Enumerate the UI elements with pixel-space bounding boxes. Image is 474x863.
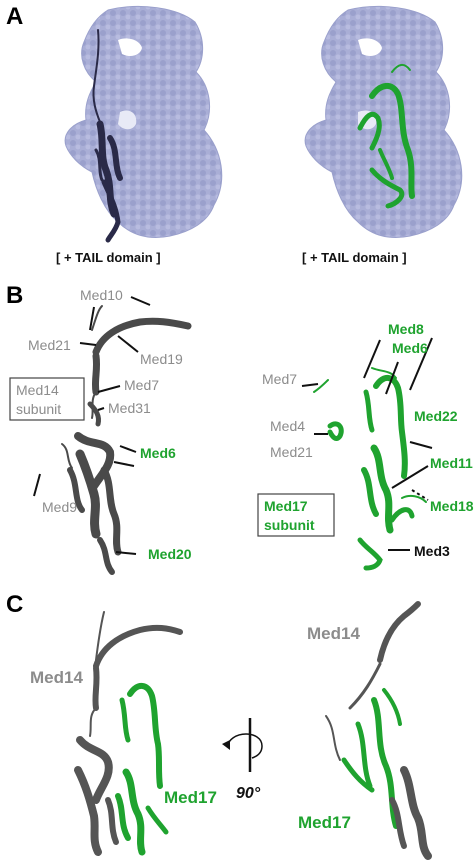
label-med18-right: Med18	[430, 498, 474, 514]
panel-a-letter: A	[6, 3, 23, 30]
med17-subunit-box	[257, 493, 335, 537]
panel-a: A [ + TAIL domain ] [ + TAIL domain ]	[6, 3, 463, 265]
label-med21-right: Med21	[270, 444, 313, 460]
label-med10-left: Med10	[80, 287, 123, 303]
label-med14-c-right: Med14	[307, 624, 360, 643]
label-med14-c-left: Med14	[30, 668, 83, 687]
surface-right	[304, 5, 463, 238]
label-med17-c-right: Med17	[298, 813, 351, 832]
panel-b: B Med10 Med2	[6, 282, 474, 575]
structure-b-right	[313, 367, 427, 571]
panel-c: C Med14 Med17 90°	[6, 591, 432, 860]
rotation-symbol: 90°	[222, 718, 263, 802]
label-med4-right: Med4	[270, 418, 305, 434]
label-med6-left: Med6	[140, 445, 176, 461]
rotation-label: 90°	[236, 785, 261, 802]
caption-right: [ + TAIL domain ]	[302, 250, 407, 265]
label-med9-left: Med9	[42, 499, 77, 515]
med14-subunit-box	[9, 377, 85, 421]
label-med7-right: Med7	[262, 371, 297, 387]
surface-left	[64, 5, 223, 238]
label-med11-right: Med11	[430, 455, 473, 471]
label-med17-subunit-line2: subunit	[264, 517, 315, 533]
structure-b-left	[61, 305, 192, 575]
tail-chain-right	[357, 64, 415, 209]
label-med31-left: Med31	[108, 400, 151, 416]
panel-b-letter: B	[6, 282, 23, 309]
label-med20-left: Med20	[148, 546, 192, 562]
label-med19-left: Med19	[140, 351, 183, 367]
surface-left-hole-2	[118, 110, 137, 130]
label-med6-right: Med6	[392, 340, 428, 356]
surface-right-hole	[358, 38, 382, 56]
label-med22-right: Med22	[414, 408, 458, 424]
label-med14-subunit-line2: subunit	[16, 401, 61, 417]
leaders-b-right	[301, 337, 433, 551]
leaders-b-left	[33, 296, 151, 555]
label-med14-subunit-line1: Med14	[16, 382, 59, 398]
panel-c-letter: C	[6, 591, 23, 618]
surface-left-hole	[118, 38, 142, 56]
structure-c-left	[74, 611, 183, 856]
label-med8-right: Med8	[388, 321, 424, 337]
label-med7-left: Med7	[124, 377, 159, 393]
caption-left: [ + TAIL domain ]	[56, 250, 161, 265]
structure-c-right	[325, 601, 432, 860]
label-med21-left: Med21	[28, 337, 71, 353]
tail-chain-left	[92, 29, 123, 243]
label-med17-c-left: Med17	[164, 788, 217, 807]
label-med3-right: Med3	[414, 543, 450, 559]
label-med17-subunit-line1: Med17	[264, 498, 308, 514]
